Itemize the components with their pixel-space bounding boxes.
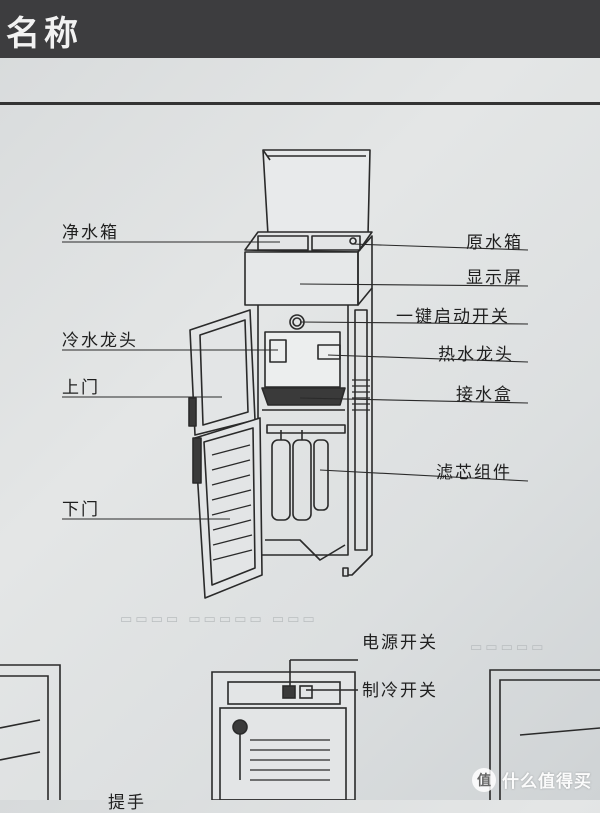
bleed-through-text: ▭▭▭▭ ▭▭▭▭▭ ▭▭▭ [120,612,318,627]
label-upper-door: 上门 [62,378,100,398]
bleed-through-text: ▭▭▭▭▭ [470,640,547,655]
page-title: 名称 [6,14,82,54]
label-drip-tray: 接水盒 [456,385,513,405]
label-raw-water-tank: 原水箱 [466,233,523,253]
label-handle-partial: 提手 [108,793,146,813]
label-lower-door: 下门 [62,500,100,520]
label-hot-water-tap: 热水龙头 [438,345,514,365]
label-clean-water-tank: 净水箱 [62,223,119,243]
label-display-screen: 显示屏 [466,268,523,288]
label-cold-water-tap: 冷水龙头 [62,331,138,351]
label-power-switch: 电源开关 [362,633,438,653]
label-cooling-switch: 制冷开关 [362,681,438,701]
header-band [0,0,600,58]
watermark-text: 什么值得买 [502,772,592,792]
watermark-logo-icon: 值 [472,767,496,792]
watermark: 值 什么值得买 [472,767,592,792]
section-rule [0,102,600,105]
label-one-key-start-switch: 一键启动开关 [396,307,510,327]
label-filter-assembly: 滤芯组件 [436,463,512,483]
